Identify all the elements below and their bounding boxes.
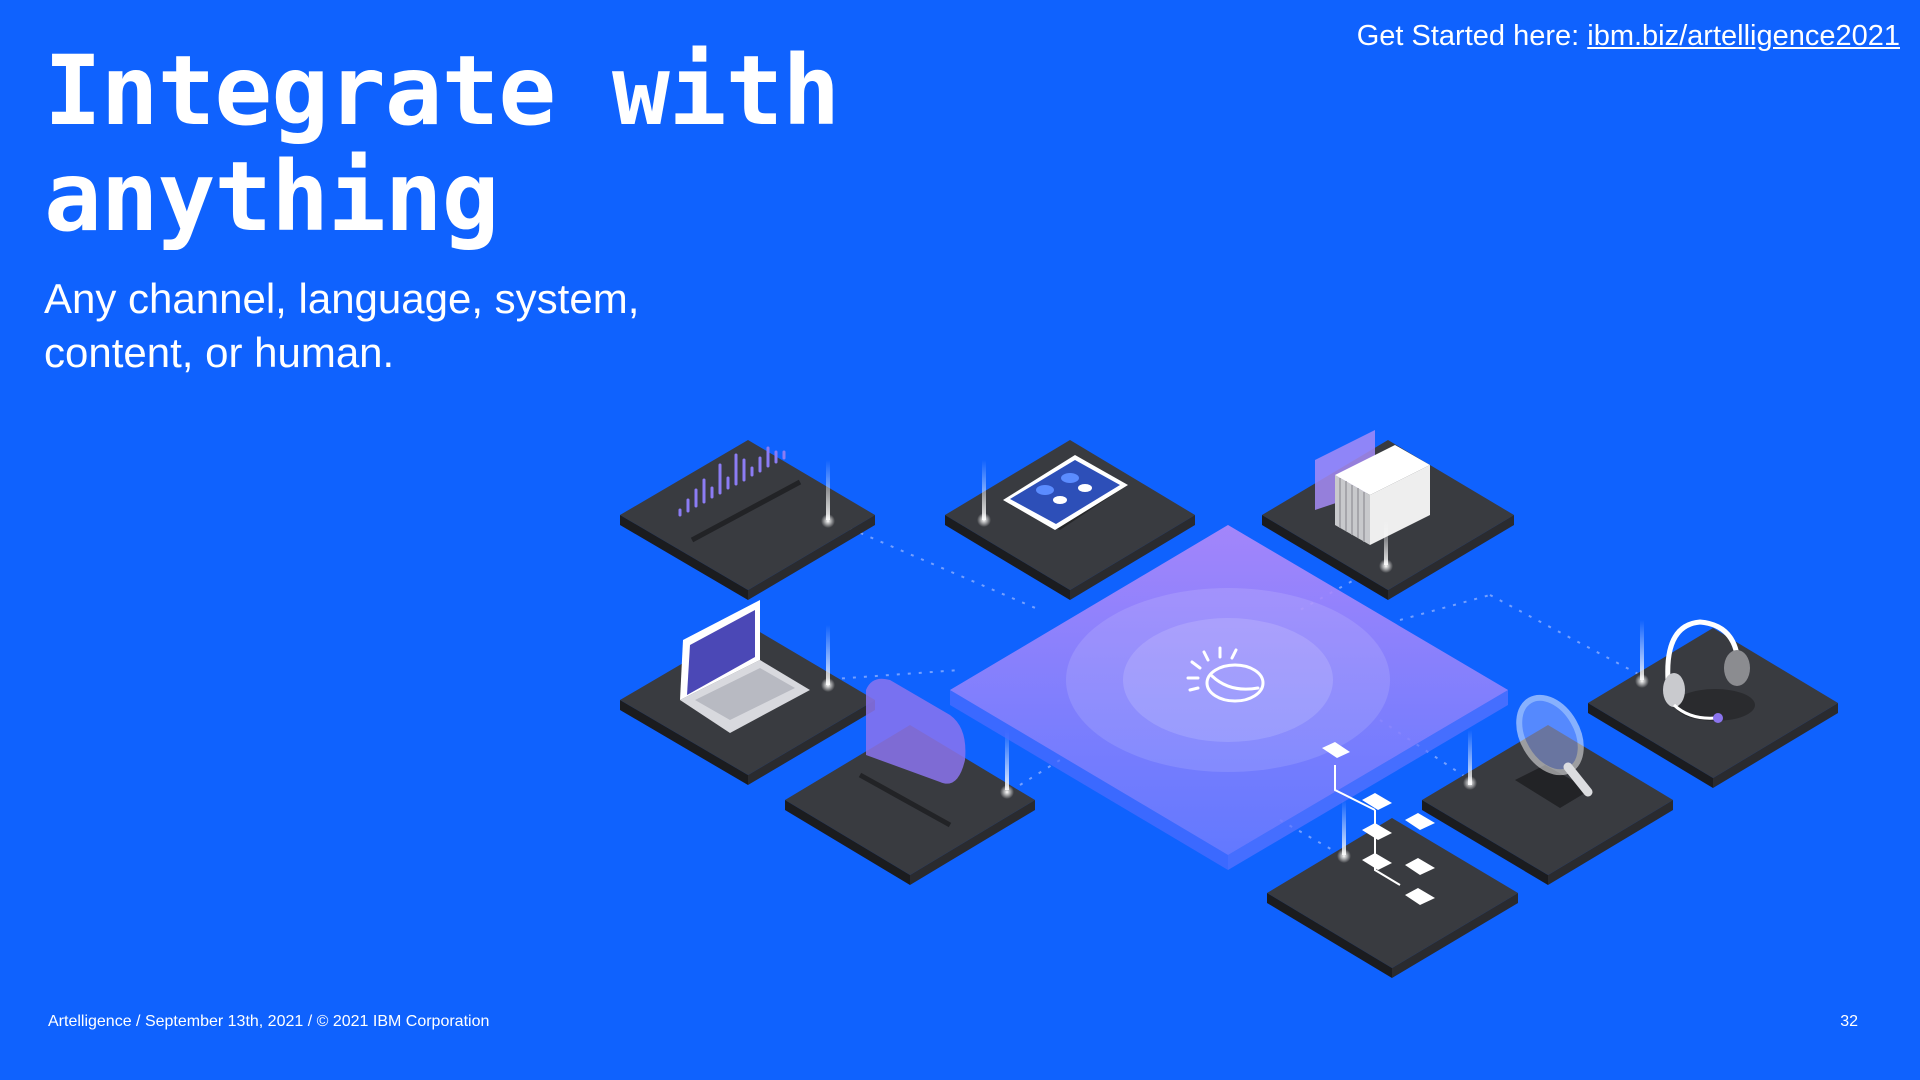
slide-subtitle: Any channel, language, system, content, … (44, 272, 639, 380)
headset-icon (1588, 619, 1838, 788)
page-number: 32 (1840, 1013, 1858, 1030)
audio-waveform-icon (620, 440, 875, 600)
laptop-icon (620, 600, 875, 785)
slide-subtitle-line-2: content, or human. (44, 329, 395, 376)
slide-title-line-1: Integrate with (44, 35, 840, 147)
get-started-link[interactable]: ibm.biz/artelligence2021 (1587, 20, 1900, 52)
speech-bubble-icon (785, 678, 1035, 885)
mobile-chat-icon (945, 440, 1195, 600)
magnifier-icon (1422, 694, 1673, 885)
slide-subtitle-line-1: Any channel, language, system, (44, 275, 640, 322)
get-started-label: Get Started here: (1356, 20, 1580, 52)
slide-title-line-2: anything (44, 141, 499, 253)
slide-title: Integrate with anything (44, 35, 840, 253)
slide-footer: Artelligence / September 13th, 2021 / © … (48, 1013, 490, 1030)
flowchart-icon (1267, 742, 1518, 978)
ibm-watson-icon (1186, 646, 1265, 703)
hub-platform (950, 525, 1508, 870)
document-stack-icon (1262, 430, 1514, 600)
get-started-banner: Get Started here: ibm.biz/artelligence20… (1357, 18, 1900, 54)
